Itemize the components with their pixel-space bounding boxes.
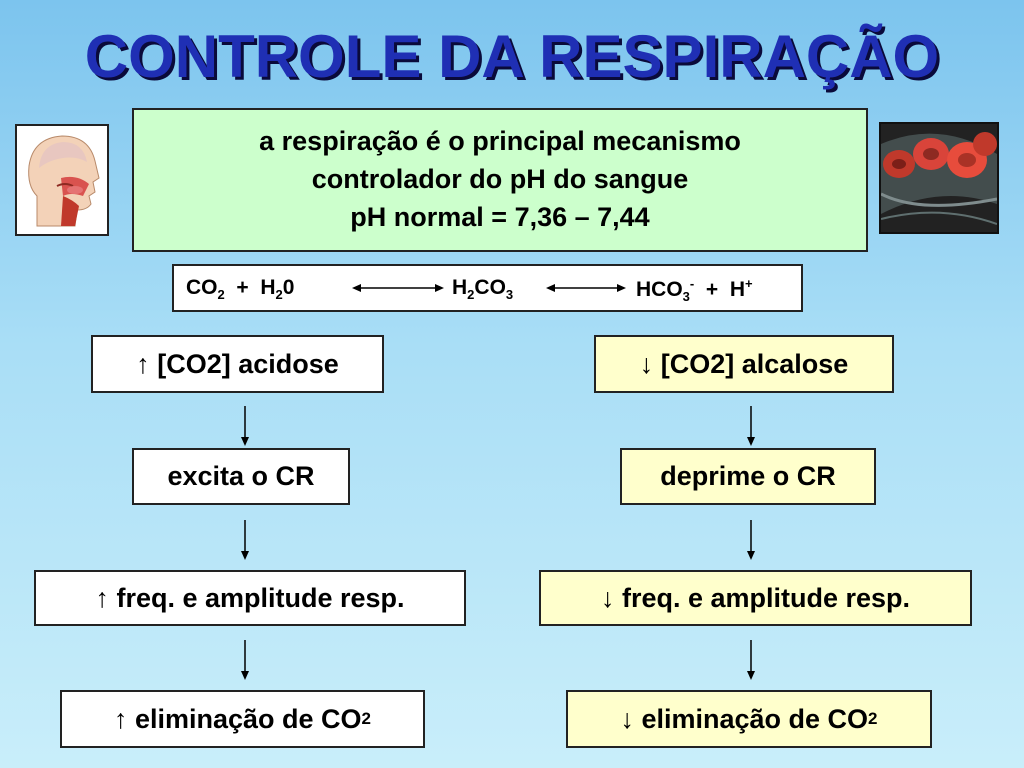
red-blood-cells-image [879,122,999,234]
right-eliminacao-text: ↓ eliminação de CO [620,703,869,734]
left-eliminacao-text: ↑ eliminação de CO [113,703,362,734]
equation-carbonic-acid: H2CO3 [452,276,514,303]
red-blood-cells-illustration [881,124,997,232]
right-node-freq: ↓ freq. e amplitude resp. [539,570,972,626]
right-arrow-1-icon [747,406,755,446]
equilibrium-arrow-1 [352,284,444,292]
left-arrow-1-icon [241,406,249,446]
equation-products: HCO3- + H+ [636,276,753,305]
ph-info-box: a respiração é o principal mecanismo con… [132,108,868,252]
left-node-freq: ↑ freq. e amplitude resp. [34,570,466,626]
left-node-excita: excita o CR [132,448,350,505]
info-line-3: pH normal = 7,36 – 7,44 [350,202,650,232]
equation-reactants: CO2 + H20 [186,276,295,303]
slide-title: CONTROLE DA RESPIRAÇÃO [84,23,940,90]
left-node-acidose: ↑ [CO2] acidose [91,335,384,393]
right-arrow-2-icon [747,520,755,560]
left-eliminacao-subscript: 2 [361,709,372,728]
chemical-equation-box: CO2 + H20 H2CO3 HCO3- + H+ [172,264,803,312]
right-node-deprime: deprime o CR [620,448,876,505]
equilibrium-arrow-2 [546,284,626,292]
info-line-2: controlador do pH do sangue [311,164,689,194]
right-node-alcalose: ↓ [CO2] alcalose [594,335,894,393]
right-eliminacao-subscript: 2 [868,709,878,728]
right-arrow-3-icon [747,640,755,680]
head-anatomy-image [15,124,109,236]
info-line-1: a respiração é o principal mecanismo [259,126,741,156]
head-anatomy-illustration [17,126,107,234]
left-arrow-3-icon [241,640,249,680]
left-arrow-2-icon [241,520,249,560]
